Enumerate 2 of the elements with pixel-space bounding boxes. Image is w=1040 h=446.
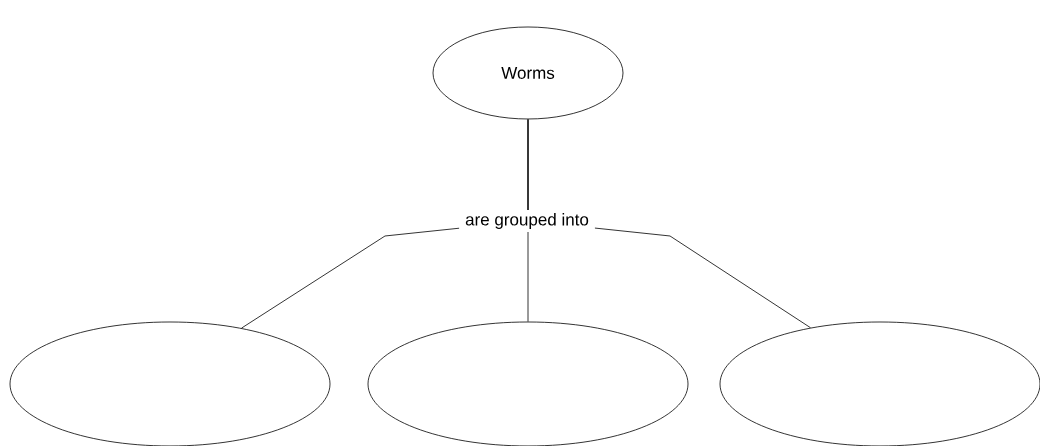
ellipse-node: Worms <box>432 26 624 120</box>
edge-label: are grouped into <box>459 210 595 232</box>
